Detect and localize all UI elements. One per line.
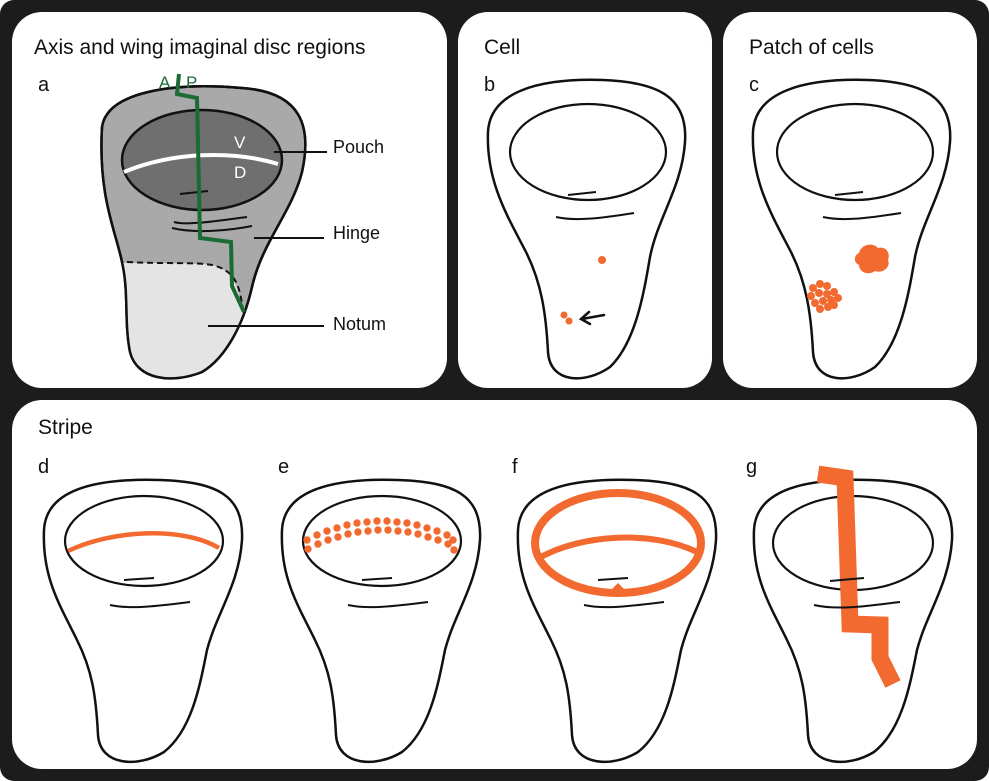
disc-outline bbox=[282, 480, 480, 762]
disc-outline bbox=[488, 80, 685, 378]
panel-stripe: Stripe d e f g bbox=[12, 400, 977, 769]
region-label-pouch: Pouch bbox=[333, 137, 384, 157]
panel-b-letter: b bbox=[484, 74, 495, 97]
panel-stripe-title: Stripe bbox=[38, 416, 93, 440]
disc-e bbox=[282, 480, 480, 762]
panel-e-letter: e bbox=[278, 456, 289, 479]
patch-of-cells-diagram bbox=[723, 12, 977, 388]
dividing-cell bbox=[561, 312, 568, 319]
wing-disc-regions-diagram: A P V D Pouch Hinge Notum bbox=[12, 12, 447, 388]
axis-label-ventral: V bbox=[234, 133, 246, 152]
axis-label-anterior: A bbox=[159, 73, 171, 92]
panel-c-title: Patch of cells bbox=[749, 36, 874, 60]
panel-a-letter: a bbox=[38, 74, 49, 97]
panel-c: Patch of cells c bbox=[723, 12, 977, 388]
panel-b-title: Cell bbox=[484, 36, 520, 60]
axis-label-posterior: P bbox=[186, 73, 197, 92]
panel-g-letter: g bbox=[746, 456, 757, 479]
disc-g bbox=[754, 474, 952, 762]
cell-diagram bbox=[458, 12, 712, 388]
panel-f-letter: f bbox=[512, 456, 518, 479]
disc-outline bbox=[44, 480, 242, 762]
axis-label-dorsal: D bbox=[234, 163, 246, 182]
panel-d-letter: d bbox=[38, 456, 49, 479]
disc-f bbox=[518, 480, 716, 762]
disc-outline bbox=[518, 480, 716, 762]
region-label-hinge: Hinge bbox=[333, 223, 380, 243]
panel-c-letter: c bbox=[749, 74, 759, 97]
panel-a-title: Axis and wing imaginal disc regions bbox=[34, 36, 366, 60]
disc-d bbox=[44, 480, 242, 762]
panel-a: A P V D Pouch Hinge Notum Axis and wing … bbox=[12, 12, 447, 388]
region-label-notum: Notum bbox=[333, 314, 386, 334]
dividing-cell bbox=[566, 318, 573, 325]
panel-b: Cell b bbox=[458, 12, 712, 388]
stripe-diagrams bbox=[12, 400, 977, 769]
single-cell bbox=[598, 256, 606, 264]
